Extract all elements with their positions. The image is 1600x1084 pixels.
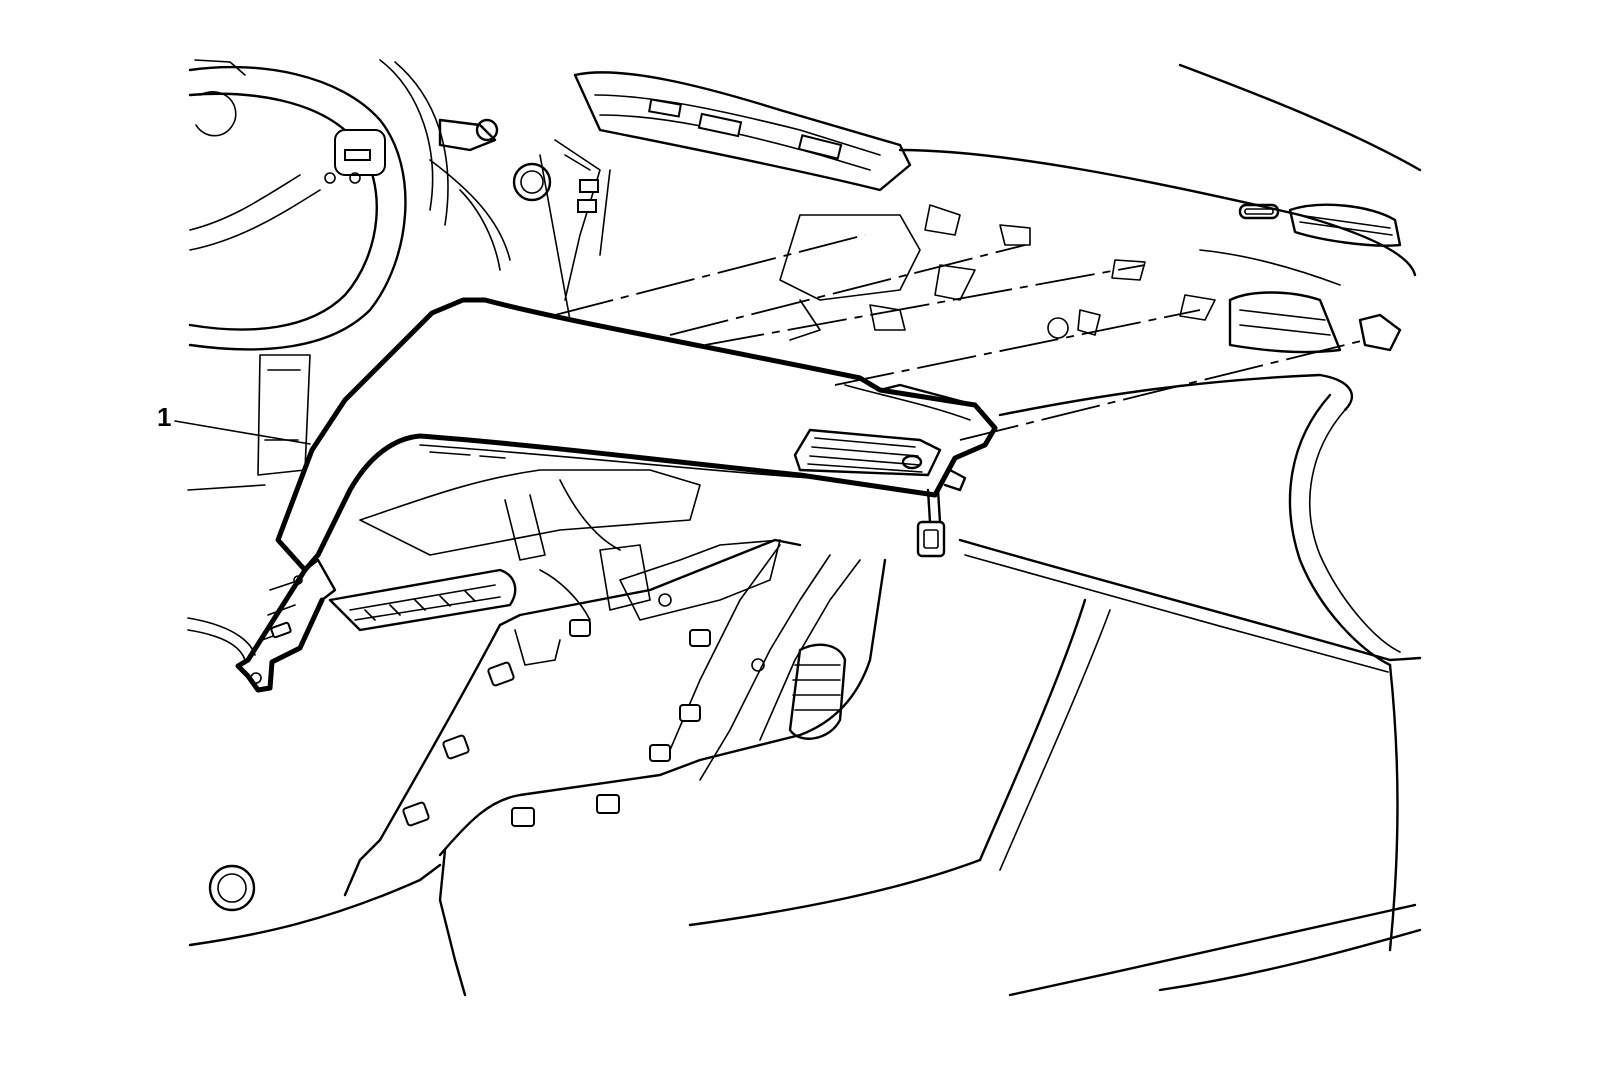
center-stack [539, 139, 1216, 341]
callout-1-leader [174, 420, 311, 445]
inner-bracket-area [328, 469, 701, 632]
lower-left-panel [187, 354, 311, 912]
steering-wheel [188, 59, 449, 351]
steering-column [429, 118, 552, 271]
callout-label-1: 1 [157, 402, 172, 432]
alignment-lines [554, 234, 1366, 441]
lower-right-dash [688, 373, 1422, 997]
right-vent-duct [1228, 291, 1402, 354]
instrument-panel-trim-panel [235, 297, 998, 693]
center-dash-upper [573, 63, 1422, 286]
knee-bolster [188, 538, 887, 997]
right-side-vents [1238, 203, 1402, 247]
